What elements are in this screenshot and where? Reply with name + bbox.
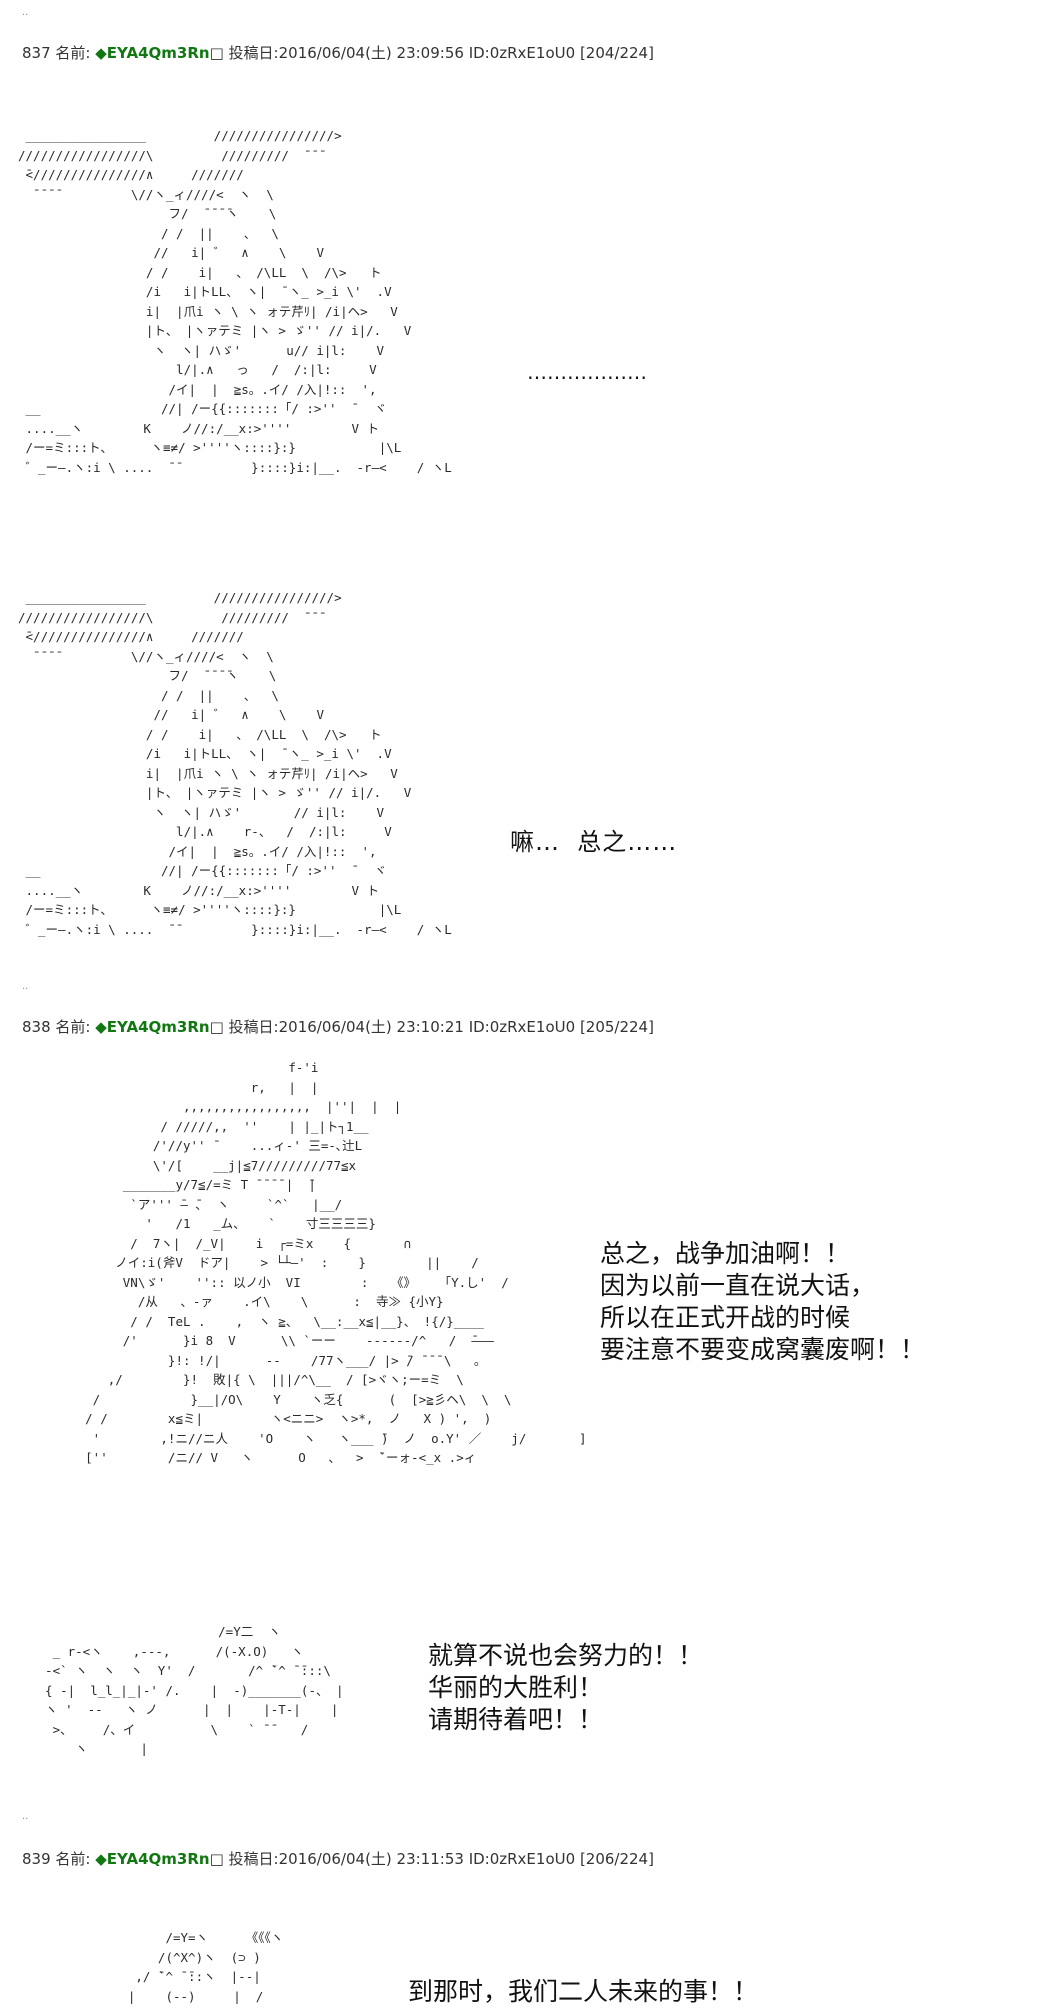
post-date: 2016/06/04(土) 23:09:56	[278, 44, 464, 62]
mail-icon: □	[209, 44, 224, 62]
ascii-art-panel-3: f-'i r, | | ,,,,,,,,,,,,,,,,, |''| | | /…	[85, 1060, 587, 1465]
date-label: 投稿日:	[228, 1018, 279, 1036]
post-index: [205/224]	[579, 1018, 654, 1036]
post-index: [206/224]	[579, 1850, 654, 1868]
dialog-panel-2: 嘛… 总之……	[510, 828, 678, 856]
post-header-837: 837 名前: ◆EYA4Qm3Rn□ 投稿日:2016/06/04(土) 23…	[22, 42, 654, 63]
mail-icon: □	[209, 1850, 224, 1868]
ascii-art-panel-2: ________________ ////////////////> /////…	[18, 590, 452, 937]
dialog-panel-3: 总之，战争加油啊！！ 因为以前一直在说大话， 所以在正式开战的时候 要注意不要变…	[600, 1239, 926, 1364]
ascii-art-panel-4: /=Y二 ヽ _ r-<ヽ ,---, /(-X.O) ヽ -<` ヽ ヽ ヽ …	[45, 1624, 344, 1756]
post-number: 837	[22, 44, 51, 62]
mail-icon: □	[209, 1018, 224, 1036]
name-label: 名前:	[55, 1850, 91, 1868]
post-header-838: 838 名前: ◆EYA4Qm3Rn□ 投稿日:2016/06/04(土) 23…	[22, 1016, 654, 1037]
date-label: 投稿日:	[228, 44, 279, 62]
ascii-art-panel-1: ________________ ////////////////> /////…	[18, 128, 452, 475]
separator: ..	[22, 7, 29, 18]
dialog-panel-1: ………………	[527, 360, 647, 384]
post-number: 839	[22, 1850, 51, 1868]
poster-id[interactable]: ID:0zRxE1oU0	[468, 1018, 576, 1036]
poster-trip[interactable]: ◆EYA4Qm3Rn	[95, 1018, 210, 1036]
dialog-panel-4: 就算不说也会努力的！！ 华丽的大胜利！ 请期待着吧！！	[428, 1641, 704, 1734]
poster-id[interactable]: ID:0zRxE1oU0	[468, 44, 576, 62]
post-index: [204/224]	[579, 44, 654, 62]
post-number: 838	[22, 1018, 51, 1036]
date-label: 投稿日:	[228, 1850, 279, 1868]
separator: ..	[22, 981, 29, 992]
poster-trip[interactable]: ◆EYA4Qm3Rn	[95, 44, 210, 62]
ascii-art-panel-5: /=Y=ヽ 《《《ヽ /(^X^)ヽ (⊃ ) ,/ ̄`^ ̄ ̄::ヽ |-…	[127, 1930, 284, 2004]
post-date: 2016/06/04(土) 23:11:53	[278, 1850, 464, 1868]
poster-trip[interactable]: ◆EYA4Qm3Rn	[95, 1850, 210, 1868]
separator: ..	[22, 1811, 29, 1822]
dialog-panel-5: 到那时，我们二人未来的事！！	[408, 1977, 759, 2006]
post-date: 2016/06/04(土) 23:10:21	[278, 1018, 464, 1036]
poster-id[interactable]: ID:0zRxE1oU0	[468, 1850, 576, 1868]
name-label: 名前:	[55, 44, 91, 62]
post-header-839: 839 名前: ◆EYA4Qm3Rn□ 投稿日:2016/06/04(土) 23…	[22, 1848, 654, 1869]
name-label: 名前:	[55, 1018, 91, 1036]
